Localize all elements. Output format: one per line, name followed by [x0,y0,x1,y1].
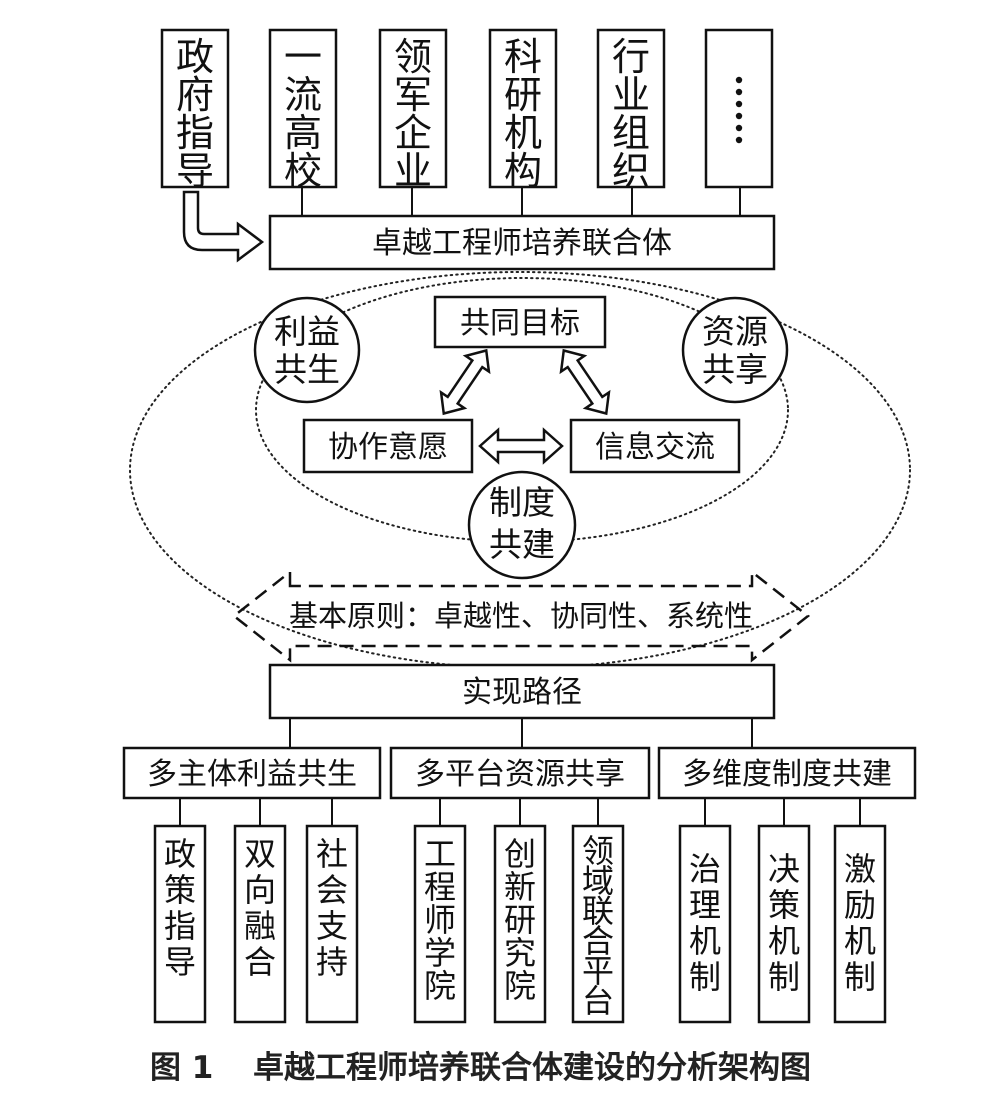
category-label-2: 多平台资源共享 [415,757,625,792]
category-label-1: 多主体利益共生 [147,757,357,792]
top-boxes: 政府指导 一流高校 领军企业 科研机构 行业组织 [160,28,774,193]
bent-arrow-icon [182,190,265,263]
double-arrow-left-diagonal-icon [439,348,491,416]
top-university-label: 一流高校 [284,35,322,193]
industry-org-box [596,28,666,189]
leaf-label-1-3: 社会支持 [316,835,348,981]
leaf-label-2-1: 工程师学院 [424,835,456,1005]
principle-dashed-arrow [231,569,811,663]
gov-guidance-box [160,28,230,189]
gov-guidance-label: 政府指导 [176,35,214,193]
leaf-box-1-3 [305,824,359,1024]
info-exchange-label: 信息交流 [595,430,715,465]
leaf-box-3-2 [757,824,811,1024]
circle-bottom-line2: 共建 [489,525,555,564]
common-goal-box [433,295,607,349]
category-box-3 [657,746,917,800]
leaf-label-3-3: 激励机制 [844,850,876,996]
leaf-label-3-2: 决策机制 [768,850,800,996]
leaf-label-1-2: 双向融合 [244,835,276,981]
circle-left-line2: 共生 [274,350,340,389]
category-box-2 [389,746,651,800]
circle-left-line1: 利益 [274,312,340,351]
leaf-box-1-2 [233,824,287,1024]
alliance-label: 卓越工程师培养联合体 [372,226,672,261]
leaf-connectors [179,798,861,826]
leading-enterprise-box [378,28,448,189]
circle-right-line1: 资源 [702,312,768,351]
circle-resource-sharing: 资源 共享 [681,296,789,404]
info-exchange-box [569,418,741,474]
leaf-label-3-1: 治理机制 [689,850,721,996]
leaf-box-2-2 [493,824,547,1024]
leaf-box-3-3 [833,824,887,1024]
leaf-box-2-1 [413,824,467,1024]
circle-bottom-line1: 制度 [489,483,555,522]
industry-org-label: 行业组织 [612,35,650,193]
category-box-1 [122,746,382,800]
caption-number: 图 1 [150,1050,213,1086]
top-connectors [301,187,741,216]
common-goal-label: 共同目标 [460,306,580,341]
more-box [704,28,774,189]
alliance-box [268,214,776,271]
leaf-box-2-3 [571,824,625,1024]
implementation-path-label: 实现路径 [462,675,582,710]
research-institute-label: 科研机构 [504,35,542,193]
double-arrow-right-diagonal-icon [559,348,611,416]
caption-title: 卓越工程师培养联合体建设的分析架构图 [253,1050,811,1086]
willingness-box [302,418,474,474]
circle-institution-building: 制度 共建 [467,470,577,580]
willingness-label: 协作意愿 [328,430,448,465]
leaf-box-3-1 [678,824,732,1024]
ellipsis-icon [735,76,743,144]
principle-label: 基本原则：卓越性、协同性、系统性 [289,599,753,633]
circle-mutual-benefit: 利益 共生 [253,296,361,404]
leaf-label-1-1: 政策指导 [164,835,196,981]
top-university-box [268,28,338,189]
implementation-path-box [268,663,776,720]
circle-right-line2: 共享 [702,350,768,389]
leaf-label-2-3: 领域联合平台 [582,832,614,1020]
double-arrow-icon [478,427,564,465]
category-label-3: 多维度制度共建 [682,757,892,792]
category-connectors [289,718,753,748]
leaf-label-2-2: 创新研究院 [504,835,536,1005]
leaf-box-1-1 [153,824,207,1024]
research-institute-box [488,28,558,189]
leading-enterprise-label: 领军企业 [394,35,432,193]
